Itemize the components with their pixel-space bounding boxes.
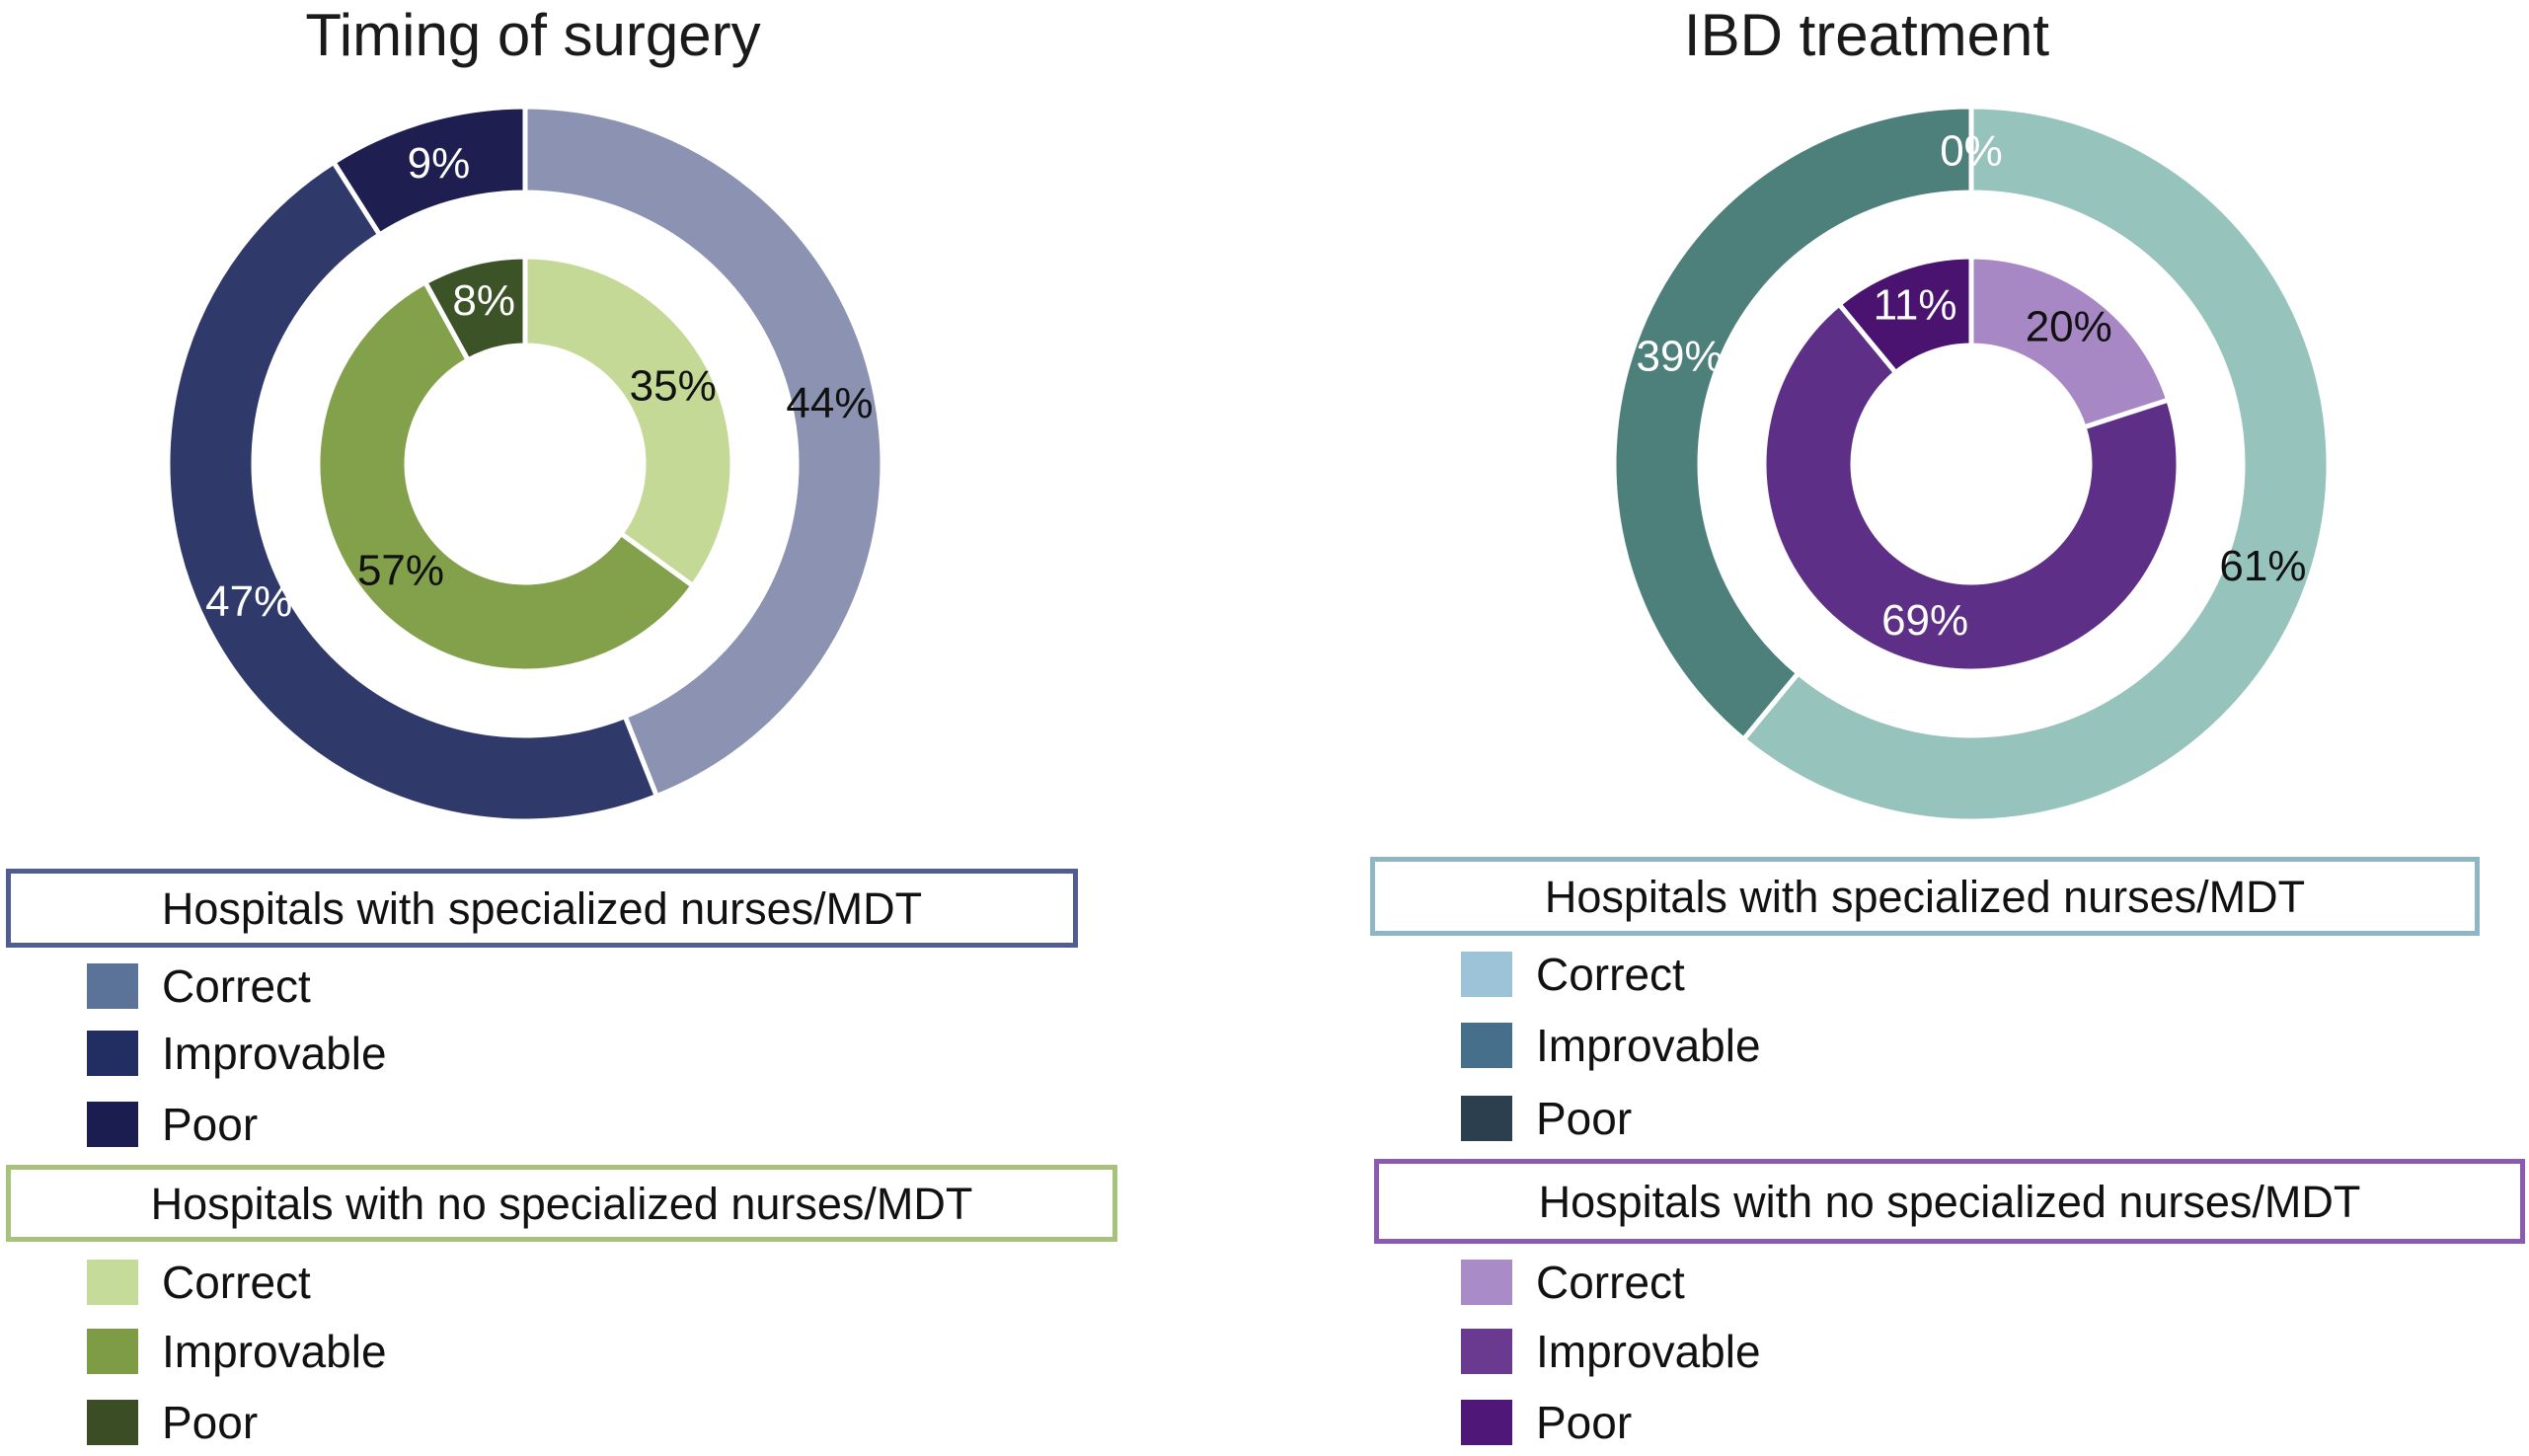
- data-label-correct: 44%: [786, 379, 873, 427]
- legend-label: Poor: [162, 1099, 259, 1150]
- donut-slice-improvable: [1761, 300, 2182, 674]
- legend-item-poor: Poor: [87, 1098, 258, 1151]
- chart-title: Timing of surgery: [305, 2, 761, 68]
- legend-swatch: [1461, 1400, 1512, 1445]
- legend-item-improvable: Improvable: [87, 1325, 387, 1378]
- legend-swatch: [87, 1031, 138, 1076]
- donut-chart: 61% 39% 0% 20% 69% 11%: [1611, 104, 2332, 824]
- legend-label: Improvable: [162, 1028, 387, 1079]
- legend-heading-specialized: Hospitals with specialized nurses/MDT: [1370, 857, 2480, 936]
- legend-label: Correct: [162, 960, 311, 1012]
- legend-item-poor: Poor: [1461, 1092, 1632, 1145]
- chart-panel-timing-of-surgery: Timing of surgery 44% 47% 9% 35% 57% 8% Hospi…: [0, 0, 1264, 1456]
- chart-panel-ibd-treatment: IBD treatment 61% 39% 0% 20% 69% 11% Hospital…: [1264, 0, 2529, 1456]
- data-label-correct: 20%: [2026, 303, 2112, 351]
- legend-swatch: [1461, 1260, 1512, 1305]
- data-label-improvable: 69%: [1881, 596, 1968, 645]
- data-label-correct: 61%: [2219, 542, 2306, 590]
- legend-label: Improvable: [162, 1326, 387, 1377]
- legend-label: Poor: [162, 1397, 259, 1448]
- legend-item-correct: Correct: [1461, 948, 1685, 1001]
- data-label-improvable: 47%: [205, 577, 292, 626]
- legend-item-correct: Correct: [87, 1256, 311, 1309]
- legend-label: Correct: [1536, 1257, 1685, 1308]
- data-label-improvable: 39%: [1637, 332, 1724, 380]
- donut-slice-improvable: [315, 278, 697, 674]
- legend-item-poor: Poor: [1461, 1396, 1632, 1449]
- donut-slice-correct: [1968, 254, 2172, 431]
- legend-item-poor: Poor: [87, 1396, 258, 1449]
- data-label-poor: 8%: [452, 276, 515, 325]
- donut-slice-improvable: [165, 158, 660, 824]
- donut-slice-correct: [1739, 104, 2332, 824]
- legend-swatch: [1461, 1096, 1512, 1141]
- donut-chart: 44% 47% 9% 35% 57% 8%: [165, 104, 885, 824]
- legend-item-correct: Correct: [1461, 1256, 1685, 1309]
- legend-heading-no-specialized: Hospitals with no specialized nurses/MDT: [1374, 1159, 2525, 1244]
- legend-swatch: [87, 1400, 138, 1445]
- legend-item-improvable: Improvable: [1461, 1325, 1761, 1378]
- legend-swatch: [87, 1329, 138, 1374]
- chart-title: IBD treatment: [1683, 2, 2050, 68]
- donut-slice-poor: [330, 104, 528, 239]
- donut-slice-correct: [522, 254, 735, 589]
- legend-label: Improvable: [1536, 1326, 1761, 1377]
- legend-swatch: [87, 1102, 138, 1147]
- donut-slice-poor: [422, 254, 528, 364]
- data-label-poor: 9%: [408, 139, 471, 188]
- legend-label: Correct: [1536, 949, 1685, 1000]
- donut-slice-poor: [1835, 254, 1974, 377]
- donut-slice-improvable: [1611, 104, 1974, 743]
- legend-item-improvable: Improvable: [1461, 1019, 1761, 1072]
- legend-swatch: [87, 1260, 138, 1305]
- legend-label: Poor: [1536, 1397, 1633, 1448]
- legend-swatch: [1461, 952, 1512, 997]
- data-label-correct: 35%: [630, 361, 717, 410]
- legend-label: Improvable: [1536, 1020, 1761, 1071]
- data-label-poor: 11%: [1874, 281, 1957, 330]
- legend-swatch: [1461, 1329, 1512, 1374]
- legend-swatch: [87, 963, 138, 1009]
- legend-heading-specialized: Hospitals with specialized nurses/MDT: [6, 869, 1078, 948]
- data-label-poor: 0%: [1940, 127, 2003, 176]
- donut-slice-correct: [522, 104, 885, 800]
- legend-swatch: [1461, 1023, 1512, 1068]
- legend-label: Correct: [162, 1257, 311, 1308]
- legend-item-correct: Correct: [87, 959, 311, 1013]
- legend-heading-no-specialized: Hospitals with no specialized nurses/MDT: [6, 1165, 1117, 1242]
- legend-item-improvable: Improvable: [87, 1027, 387, 1080]
- data-label-improvable: 57%: [357, 547, 444, 595]
- legend-label: Poor: [1536, 1093, 1633, 1144]
